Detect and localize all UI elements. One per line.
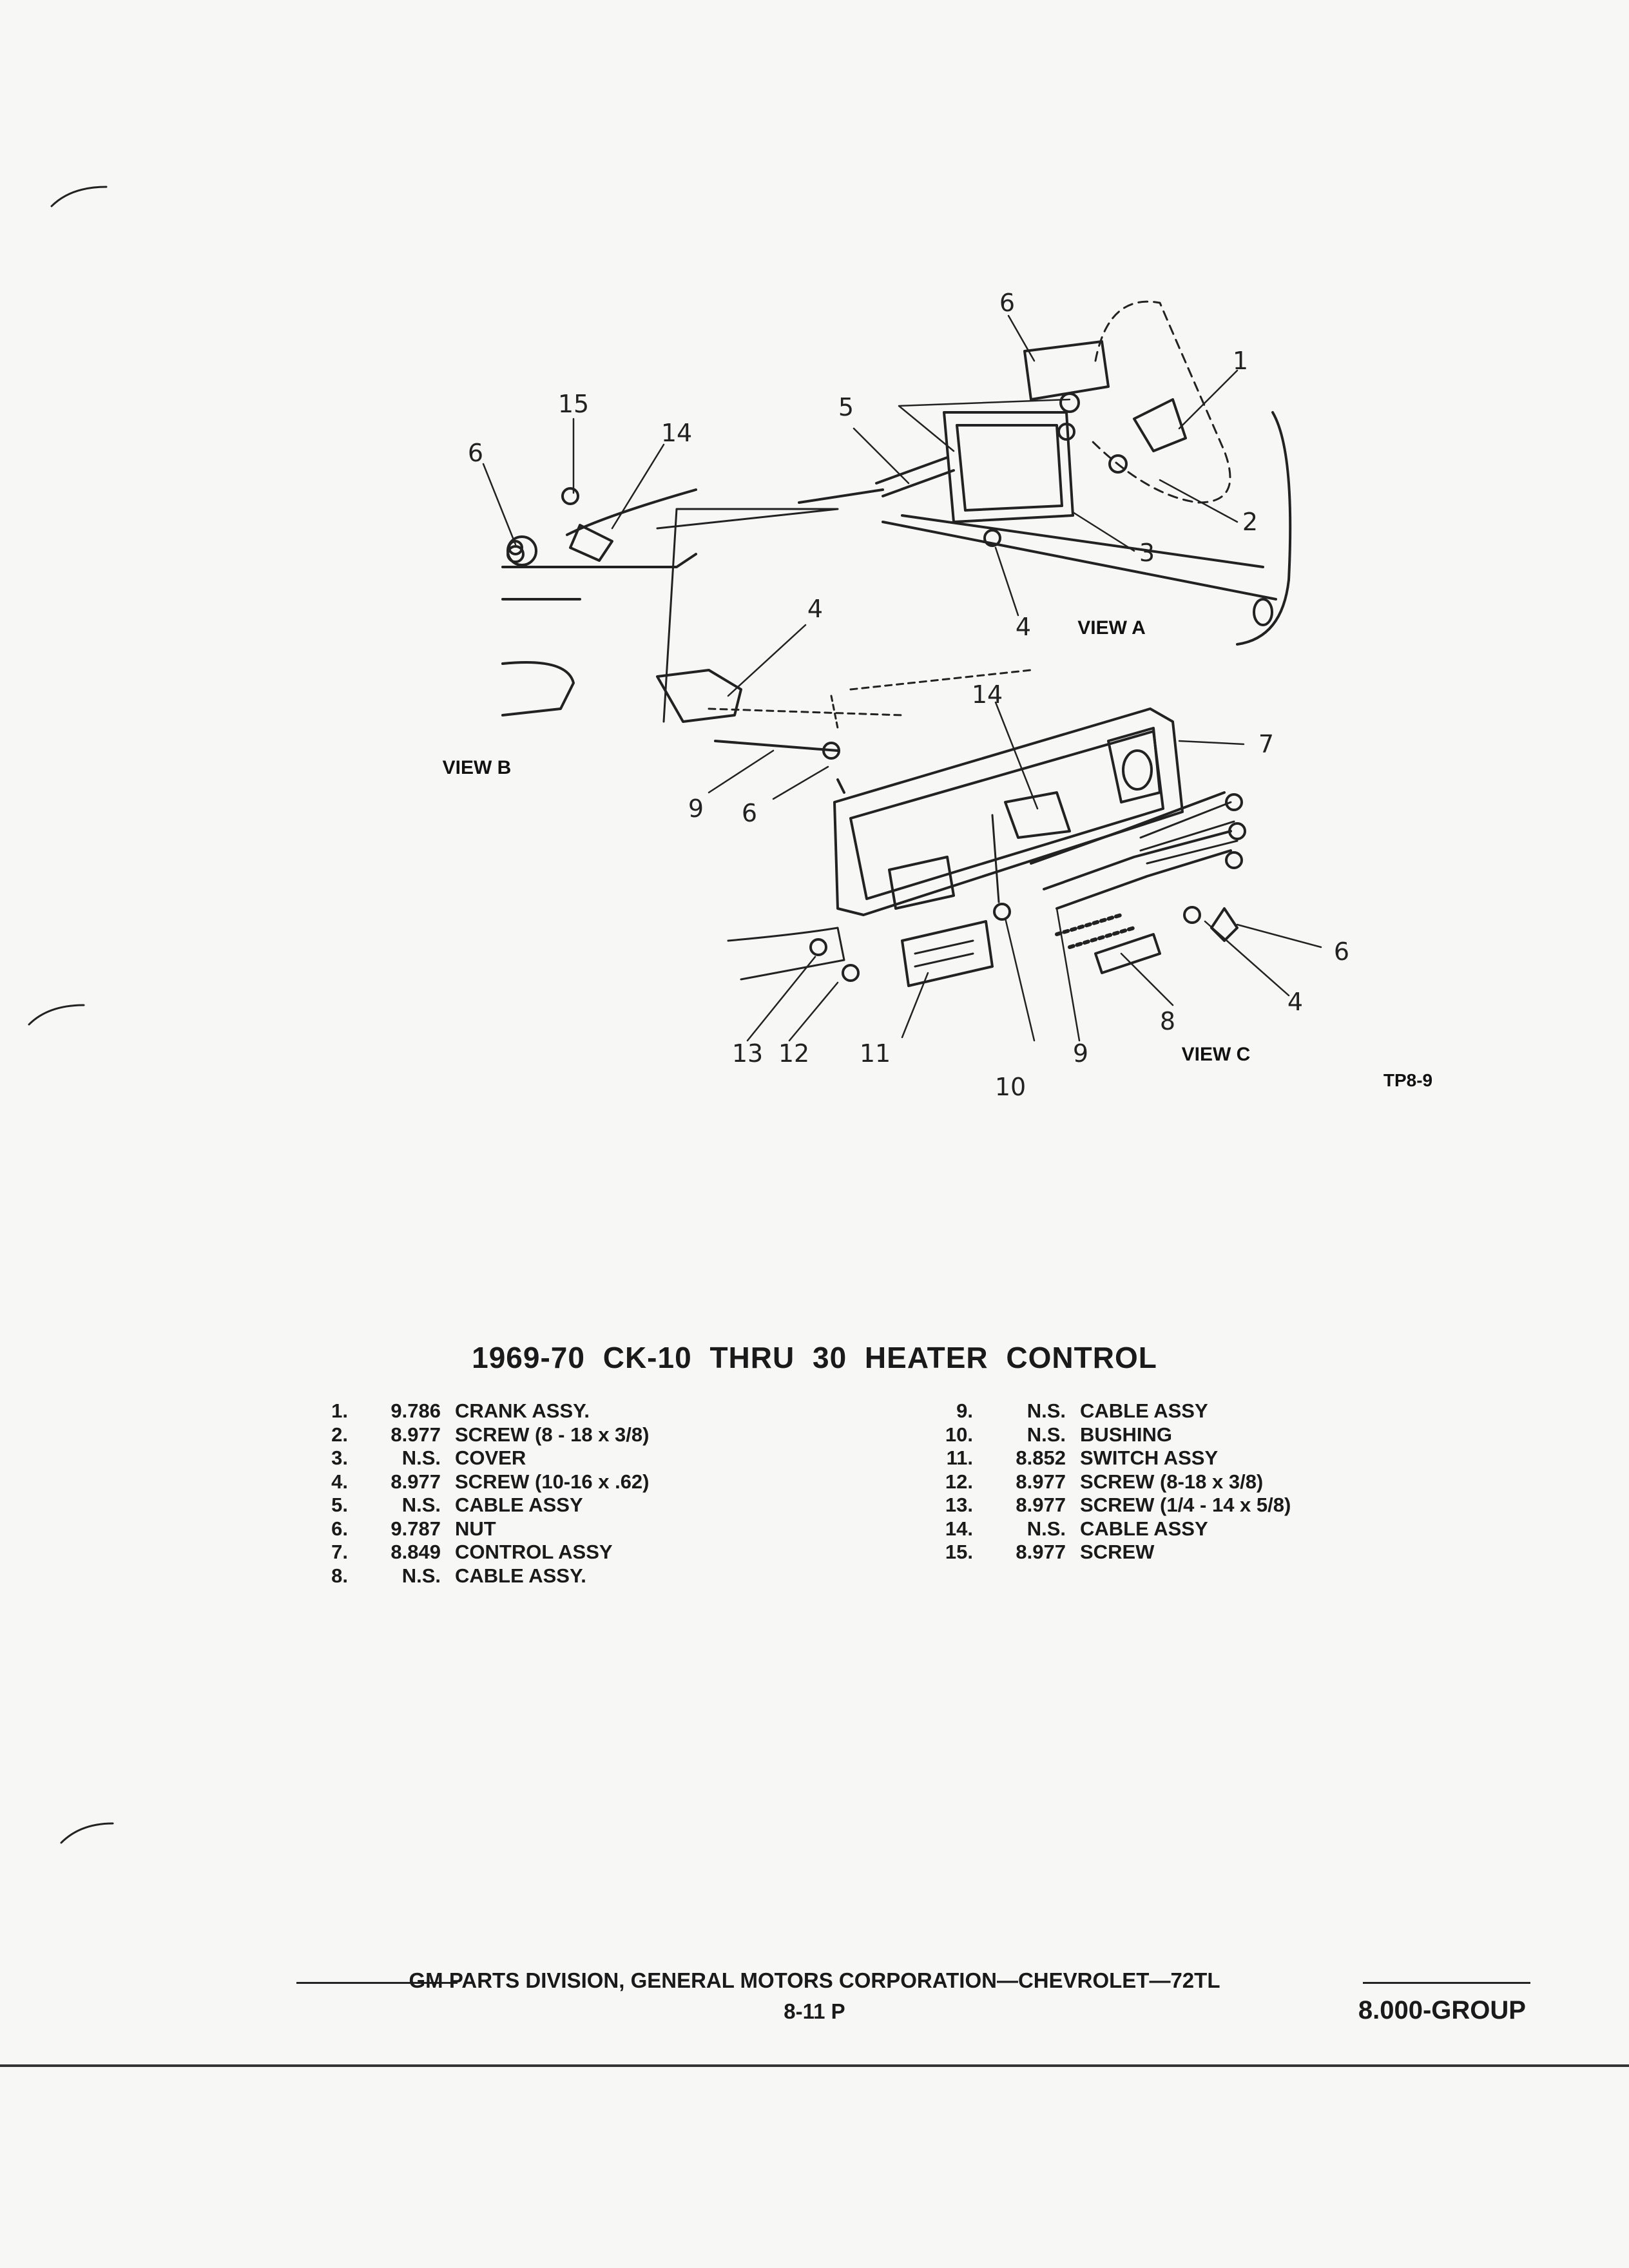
part-row: 14.N.S.CABLE ASSY: [945, 1517, 1208, 1540]
figure-reference: TP8-9: [1383, 1070, 1433, 1090]
callout-view-c-4: 4: [1287, 988, 1304, 1016]
callout-view-b-4: 4: [807, 595, 824, 623]
footer-rule-right: [1363, 1982, 1530, 1984]
callout-view-c-11: 11: [859, 1039, 891, 1068]
callout-view-c-12: 12: [778, 1039, 810, 1068]
callout-view-a-4: 4: [1015, 613, 1032, 641]
footer-rule-left: [296, 1982, 458, 1984]
page-bottom-rule: [0, 2064, 1629, 2067]
callout-view-c-9: 9: [1072, 1039, 1089, 1068]
view-b-assembly: [482, 418, 1032, 800]
callout-view-b-15: 15: [557, 390, 590, 418]
callout-view-c-13: 13: [731, 1039, 764, 1068]
view-c-label: VIEW C: [1181, 1044, 1251, 1065]
part-row: 5.N.S.CABLE ASSY: [331, 1494, 583, 1516]
callout-view-a-5: 5: [838, 393, 854, 421]
view-b-label: VIEW B: [442, 757, 512, 778]
part-row: 8.N.S.CABLE ASSY.: [331, 1564, 586, 1587]
callout-view-c-8: 8: [1159, 1007, 1176, 1035]
callout-view-b-6b: 6: [741, 799, 758, 827]
page-title: 1969-70 CK-10 THRU 30 HEATER CONTROL: [472, 1341, 1157, 1374]
view-c-assembly: [727, 701, 1322, 1042]
callout-view-a-6: 6: [999, 289, 1016, 317]
callout-view-a-3: 3: [1139, 539, 1155, 567]
parts-list-right: 9.N.S.CABLE ASSY 10.N.S.BUSHING 11.8.852…: [915, 1399, 1291, 1564]
callout-view-c-6: 6: [1333, 937, 1350, 966]
part-row: 3.N.S.COVER: [331, 1446, 526, 1469]
callout-view-c-14: 14: [971, 680, 1003, 709]
callout-view-a-1: 1: [1232, 347, 1249, 375]
view-a-assembly: [798, 300, 1292, 646]
callout-view-c-10: 10: [994, 1073, 1027, 1101]
group-number: 8.000-GROUP: [1358, 1996, 1526, 2024]
callout-view-b-9: 9: [688, 794, 704, 823]
callout-view-b-6: 6: [467, 439, 484, 467]
callout-view-c-7: 7: [1258, 730, 1275, 758]
page-number: 8-11 P: [784, 1999, 845, 2023]
callout-view-a-2: 2: [1242, 508, 1258, 536]
callout-view-b-14: 14: [660, 419, 693, 447]
view-a-label: VIEW A: [1077, 617, 1146, 639]
part-row: 9.N.S.CABLE ASSY: [956, 1399, 1208, 1422]
footer-publisher: GM PARTS DIVISION, GENERAL MOTORS CORPOR…: [409, 1968, 1220, 1992]
part-row: 10.N.S.BUSHING: [945, 1423, 1172, 1446]
